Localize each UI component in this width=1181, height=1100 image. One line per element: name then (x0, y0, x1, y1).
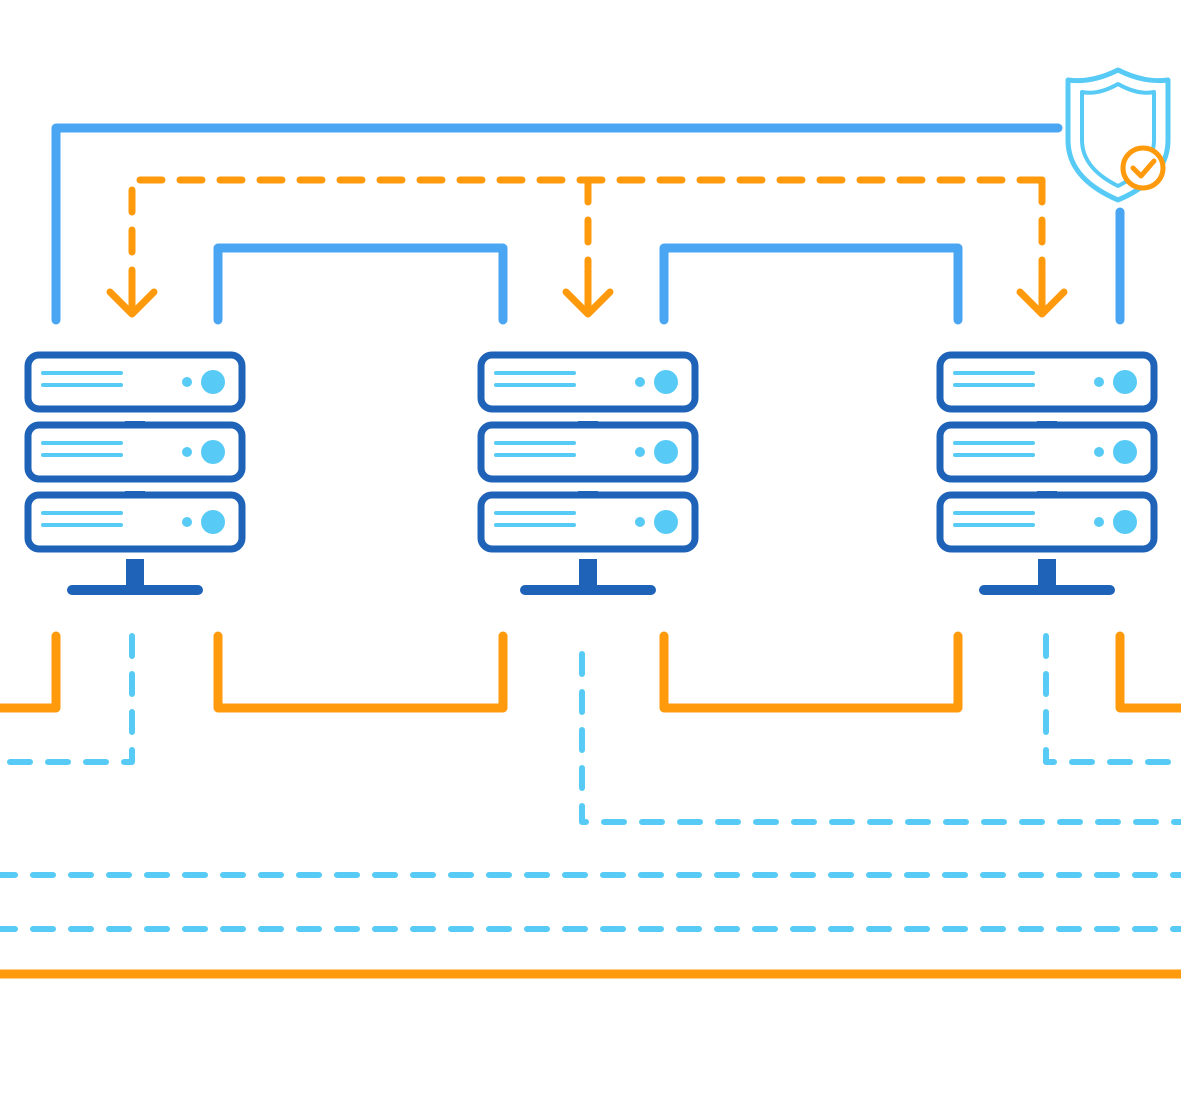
servers (28, 355, 1154, 595)
arrow-down-icon (1016, 266, 1068, 318)
orange-right-edge-link (1115, 631, 1181, 713)
check-mark-icon (1130, 158, 1157, 179)
light-blue-right-link (1043, 633, 1181, 765)
check-badge (1120, 145, 1166, 191)
orange-dashed-top (128, 176, 1046, 272)
shield-check-icon (1065, 67, 1171, 203)
bracket-left-center (213, 243, 508, 325)
orange-bracket-left-center (213, 631, 508, 713)
bracket-center-right (659, 243, 963, 325)
server-rack-icon (481, 355, 695, 595)
light-blue-left-link (7, 633, 135, 765)
server-rack-icon (28, 355, 242, 595)
blue-solid-links (51, 123, 1125, 325)
orange-solid-links (0, 631, 1181, 979)
light-blue-center-link (579, 651, 1181, 825)
top-main-link (51, 123, 1063, 325)
arrow-down-icon (106, 266, 158, 318)
server-rack-icon (940, 355, 1154, 595)
orange-left-edge-link (0, 631, 61, 713)
orange-bracket-center-right (659, 631, 963, 713)
shield-inner (1080, 82, 1156, 188)
orange-dashed-links (106, 176, 1068, 318)
light-blue-dashed-links (0, 633, 1181, 932)
arrow-down-icon (562, 266, 614, 318)
